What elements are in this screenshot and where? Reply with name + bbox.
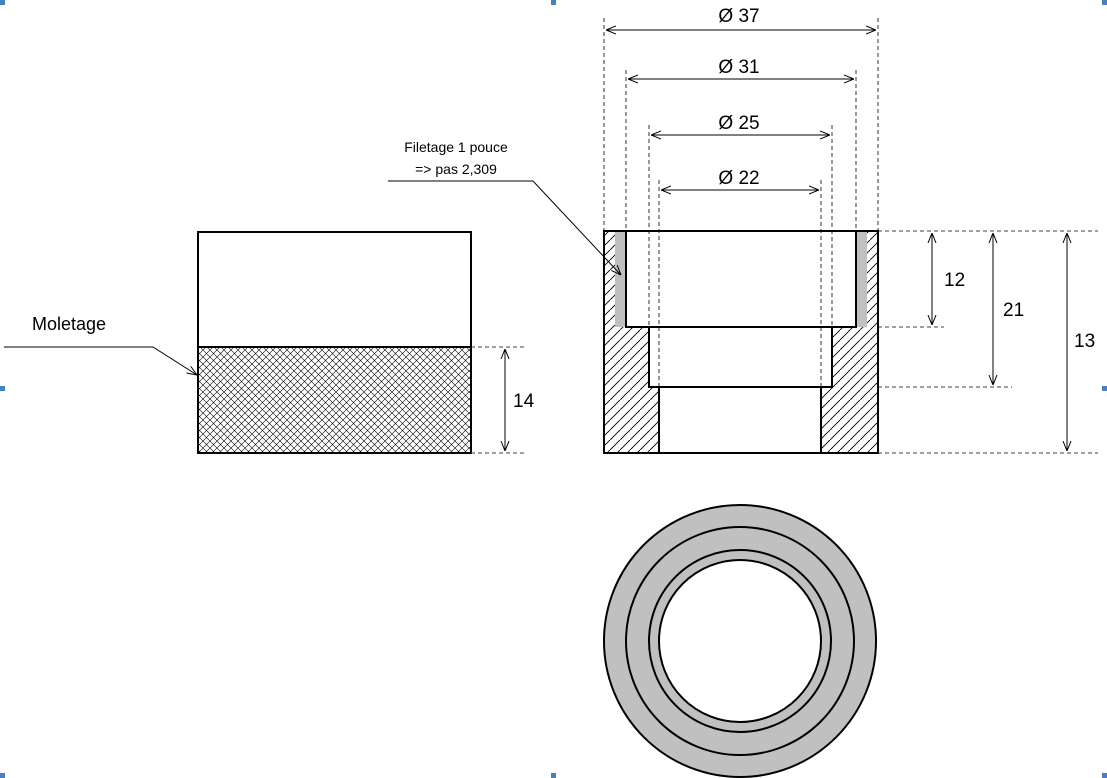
knurling-leader — [4, 346, 197, 375]
top-view-ring — [625, 526, 855, 756]
selection-handle[interactable] — [0, 386, 5, 391]
selection-handle[interactable] — [1102, 386, 1107, 391]
top-view — [603, 504, 877, 778]
selection-handle[interactable] — [0, 0, 5, 5]
thread-note-line1: Filetage 1 pouce — [404, 139, 508, 155]
dim-height-21-label: 21 — [1003, 300, 1024, 321]
section-outline — [603, 230, 879, 454]
side-view-outline — [197, 231, 472, 454]
knurling-label: Moletage — [32, 314, 106, 334]
dim-height-12-label: 12 — [944, 270, 965, 291]
section-wall-right — [821, 231, 878, 453]
bore-profile — [820, 231, 857, 453]
dim-diameter-22-label: Ø 22 — [718, 168, 759, 189]
dim-knurl-height-label: 14 — [513, 391, 535, 412]
selection-handle[interactable] — [0, 773, 5, 778]
thread-zone-right — [856, 232, 867, 327]
dim-diameter-31-label: Ø 31 — [718, 57, 759, 78]
selection-handle[interactable] — [1102, 773, 1107, 778]
selection-handle[interactable] — [551, 0, 556, 5]
selection-handle[interactable] — [551, 773, 556, 778]
section-view: Ø 37 Ø 31 Ø 25 Ø 22 12 21 13 Filetage 1 … — [388, 6, 1098, 454]
knurled-band — [198, 347, 471, 453]
thread-leader — [388, 180, 621, 275]
top-view-ring — [648, 549, 832, 733]
top-view-bore — [658, 559, 822, 723]
selection-handle[interactable] — [1102, 0, 1107, 5]
section-wall-left — [604, 231, 659, 453]
side-view: 14 Moletage — [4, 231, 535, 454]
dim-diameter-25-label: Ø 25 — [718, 113, 759, 134]
dim-diameter-37-label: Ø 37 — [718, 6, 759, 27]
bore-profile — [625, 231, 660, 453]
dim-height-13-label: 13 — [1074, 331, 1095, 352]
thread-note-line2: => pas 2,309 — [415, 161, 497, 177]
thread-zone-left — [615, 232, 626, 327]
